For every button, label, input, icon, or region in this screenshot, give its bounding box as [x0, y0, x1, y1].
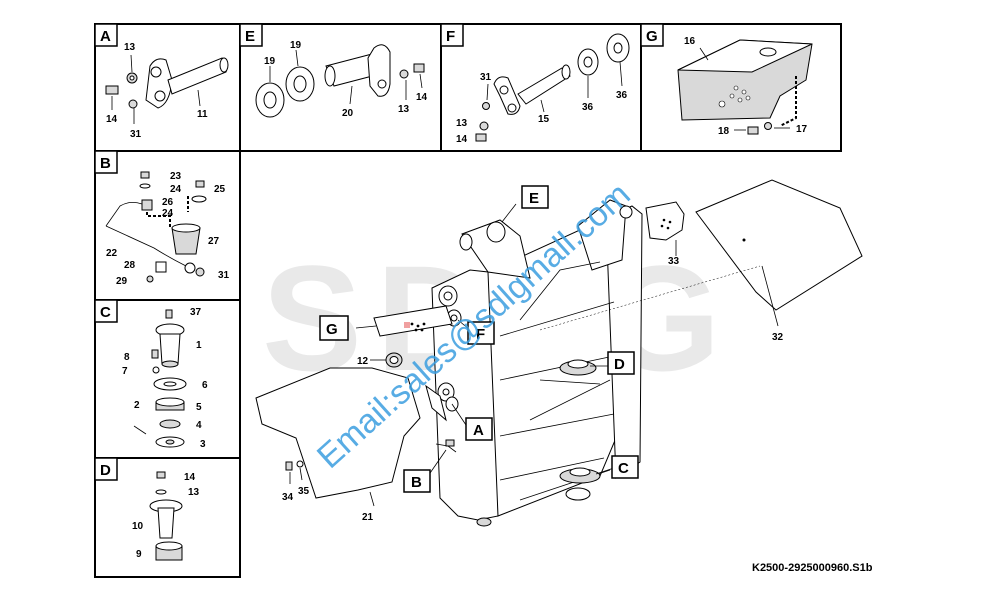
panel-g-letter: G: [646, 28, 658, 45]
label: 1: [196, 340, 202, 351]
label: 7: [122, 366, 128, 377]
label: 9: [136, 549, 142, 560]
label: 25: [214, 184, 226, 195]
label: 14: [106, 114, 118, 125]
label: 17: [796, 124, 808, 135]
label: 23: [170, 171, 182, 182]
label: 2: [134, 400, 140, 411]
label: 20: [342, 108, 354, 119]
label: 13: [124, 42, 136, 53]
label: 14: [184, 472, 196, 483]
label: 37: [190, 307, 202, 318]
label: 13: [188, 487, 200, 498]
label: 4: [196, 420, 202, 431]
panel-d: D 14 13 10 9: [94, 457, 241, 578]
label: 31: [480, 72, 492, 83]
panel-a: A 13 14 31 11: [94, 23, 241, 152]
label: 5: [196, 402, 202, 413]
callout-g: G: [326, 321, 338, 338]
label: 11: [197, 109, 208, 120]
label: 10: [132, 521, 144, 532]
label: 24: [162, 208, 174, 219]
label: 27: [208, 236, 220, 247]
label: 14: [416, 92, 428, 103]
label: 8: [124, 352, 130, 363]
label: 21: [362, 512, 374, 523]
label: 3: [200, 439, 206, 450]
panel-f-letter: F: [446, 28, 455, 45]
panel-a-letter: A: [100, 28, 111, 45]
callout-a: A: [473, 422, 484, 439]
label: 13: [398, 104, 410, 115]
label: 35: [298, 486, 310, 497]
label: 33: [668, 256, 680, 267]
panel-e: E 19 19 20 13 14: [239, 23, 442, 152]
reference-code: K2500-2925000960.S1b: [752, 562, 873, 574]
label: 32: [772, 332, 784, 343]
label: 6: [202, 380, 208, 391]
label: 26: [162, 197, 174, 208]
label: 14: [456, 134, 468, 145]
callout-d: D: [614, 356, 625, 373]
label: 12: [357, 356, 369, 367]
label: 24: [170, 184, 182, 195]
label: 13: [456, 118, 468, 129]
panel-b: B 23 24 25 26 24 22 27 28 29 31: [94, 150, 241, 301]
label: 31: [218, 270, 230, 281]
label: 16: [684, 36, 696, 47]
callout-f: F: [476, 326, 485, 343]
panel-b-letter: B: [100, 155, 111, 172]
label: 19: [290, 40, 302, 51]
panel-g: G 16 18 17: [640, 23, 842, 152]
main-assembly: E G F D A B C 33 32 12 34 35 21: [255, 179, 863, 527]
panel-e-letter: E: [245, 28, 255, 45]
panel-c: C 37 1 8 7 6 2 5 4 3: [94, 299, 241, 459]
label: 36: [616, 90, 628, 101]
label: 29: [116, 276, 128, 287]
panel-f: F 31 13 14 15 36 36: [440, 23, 642, 152]
label: 22: [106, 248, 118, 259]
label: 31: [130, 129, 142, 140]
callout-e: E: [529, 190, 539, 207]
label: 15: [538, 114, 550, 125]
callout-b: B: [411, 474, 422, 491]
label: 36: [582, 102, 594, 113]
label: 34: [282, 492, 294, 503]
label: 19: [264, 56, 276, 67]
label: 18: [718, 126, 730, 137]
callout-c: C: [618, 460, 629, 477]
panel-c-letter: C: [100, 304, 111, 321]
label: 28: [124, 260, 136, 271]
panel-d-letter: D: [100, 462, 111, 479]
